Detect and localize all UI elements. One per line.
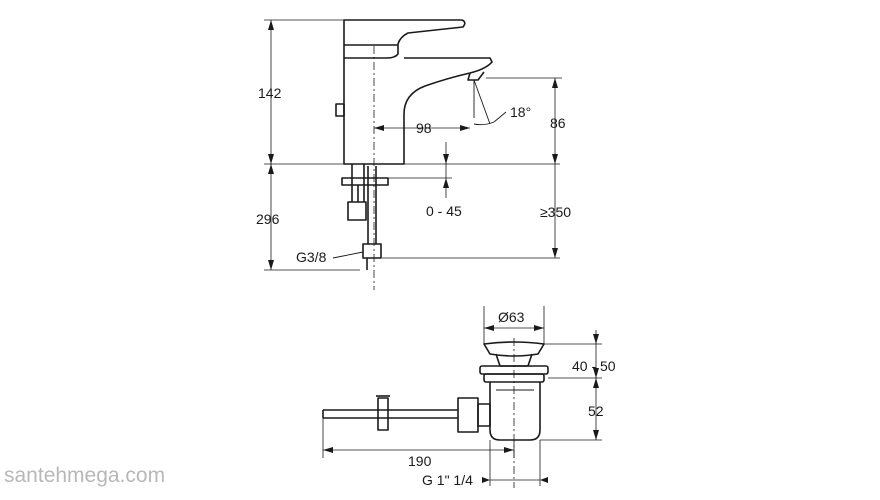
arrow	[460, 125, 470, 131]
faucet-side-button	[335, 103, 345, 117]
waste-body	[489, 382, 541, 441]
mount-washer	[341, 177, 389, 186]
waste-side-nut	[457, 397, 479, 433]
arrow	[593, 368, 599, 378]
watermark: santehmega.com	[4, 464, 165, 487]
dim-52-label: 52	[588, 403, 604, 419]
dim-angle-label: 18°	[510, 104, 531, 120]
dim-plug-label: 40 - 50	[572, 358, 616, 374]
arrow	[268, 164, 274, 174]
angle-leader	[493, 111, 507, 123]
hose-fitting	[362, 243, 382, 259]
arrow	[482, 477, 490, 483]
dim-98-label: 98	[416, 120, 432, 136]
arrow	[593, 430, 599, 440]
faucet-body	[343, 57, 493, 165]
arrow	[552, 154, 558, 164]
dim-63-label: Ø63	[498, 309, 525, 325]
waste-drawing: Ø63 40 - 50 52 190 G 1" 1/4	[322, 306, 616, 488]
arrow	[534, 325, 544, 331]
dim-350-label: ≥350	[540, 204, 571, 220]
arrow	[540, 477, 548, 483]
faucet-drawing: 142 296 98 18° 86 0 - 45 ≥350 G3/8	[256, 19, 571, 290]
g38-leader	[332, 251, 364, 259]
arrow	[552, 78, 558, 88]
mount-nut	[347, 201, 367, 221]
arrow	[484, 325, 494, 331]
arrow	[552, 248, 558, 258]
rod-clamp	[377, 397, 389, 431]
dim-86-label: 86	[550, 115, 566, 131]
spray-angle-line	[473, 79, 491, 125]
arrow	[593, 334, 599, 344]
waste-plug	[483, 341, 545, 357]
arrow	[268, 20, 274, 30]
dim-296-label: 296	[256, 211, 280, 227]
faucet-aerator	[467, 71, 485, 81]
dim-142-label: 142	[258, 85, 282, 101]
waste-side-pipe	[477, 403, 491, 427]
arrow	[268, 154, 274, 164]
arrow	[504, 447, 514, 453]
faucet-lever	[343, 19, 466, 59]
dim-deck-label: 0 - 45	[426, 203, 462, 219]
angle-arc	[473, 121, 495, 126]
thread-g114-label: G 1" 1/4	[422, 472, 473, 488]
arrow	[443, 178, 449, 188]
arrow	[443, 154, 449, 164]
arrow	[593, 378, 599, 388]
arrow	[323, 447, 333, 453]
arrow	[374, 125, 384, 131]
thread-g38-label: G3/8	[296, 249, 327, 265]
arrow	[268, 260, 274, 270]
dim-190-label: 190	[408, 453, 432, 469]
